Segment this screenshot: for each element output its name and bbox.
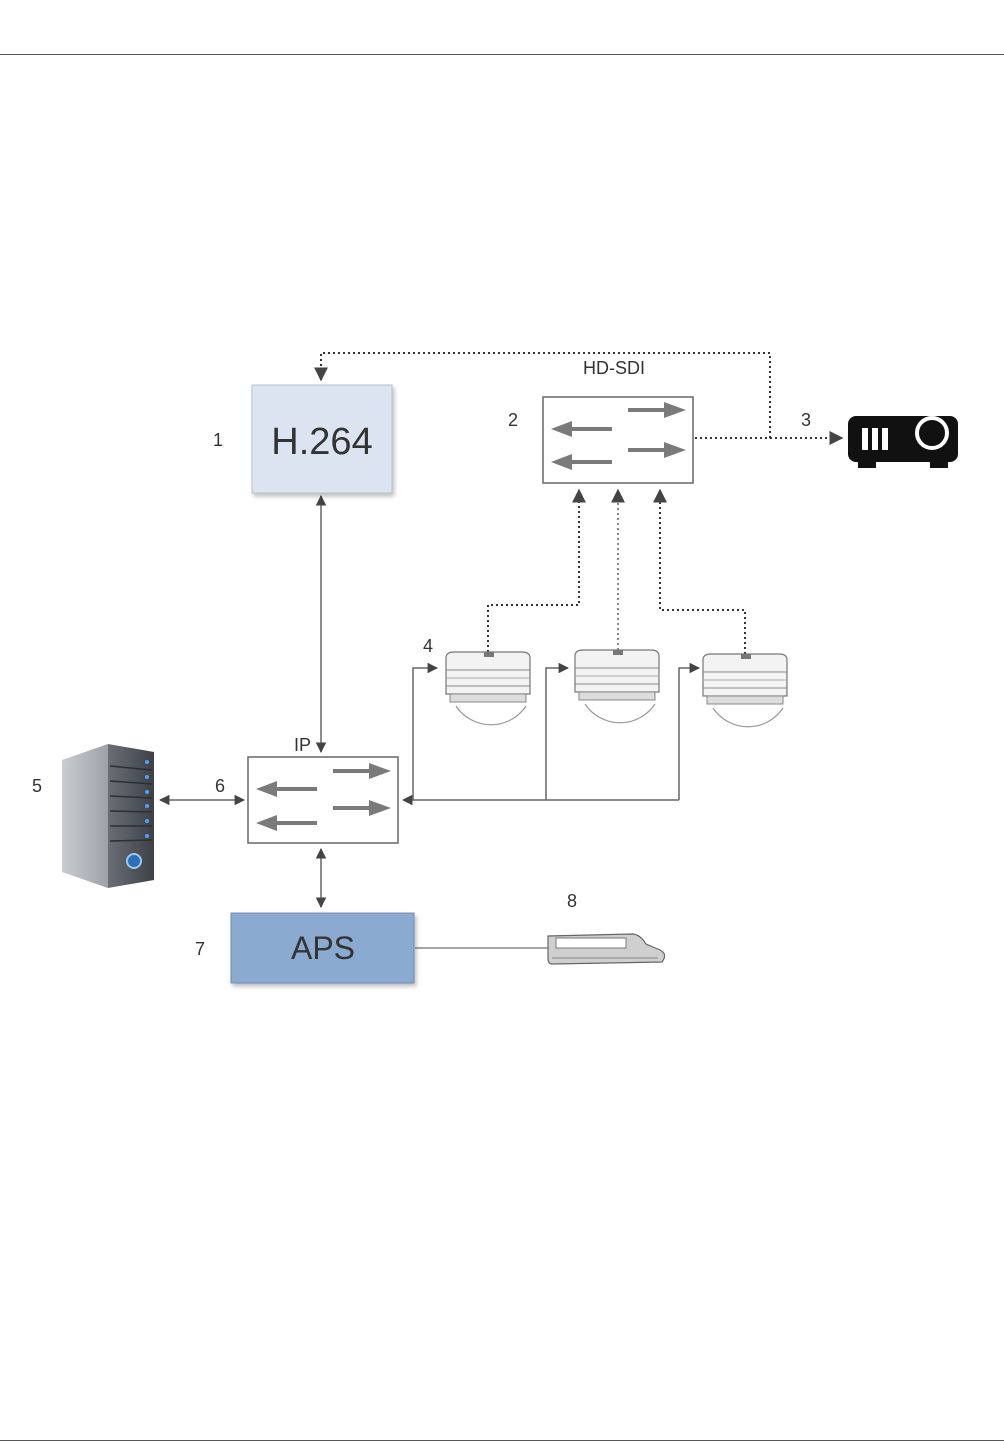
hdsdi-switch (543, 397, 693, 483)
ip-switch (248, 757, 398, 843)
ip-label: IP (294, 735, 311, 755)
callout-8: 8 (567, 891, 577, 911)
callout-1: 1 (213, 430, 223, 450)
dome-camera-icon (703, 654, 787, 727)
encoder-label: H.264 (271, 421, 372, 463)
dome-camera-icon (575, 650, 659, 723)
callout-5: 5 (32, 776, 42, 796)
callout-7: 7 (195, 939, 205, 959)
aps-label: APS (291, 930, 355, 966)
projector-icon (848, 416, 958, 468)
camera3-ip-line (679, 668, 699, 800)
aps-block: APS (231, 913, 414, 983)
callout-2: 2 (508, 410, 518, 430)
callout-6: 6 (215, 776, 225, 796)
encoder-block: H.264 (252, 385, 392, 493)
camera1-sdi-line (488, 490, 579, 652)
keypad-icon (548, 934, 665, 964)
server-icon (62, 744, 154, 888)
dome-camera-icon (446, 652, 530, 725)
callout-3: 3 (801, 410, 811, 430)
camera3-sdi-line (660, 490, 745, 654)
camera1-ip-line (413, 668, 437, 800)
camera2-ip-line (546, 668, 568, 800)
hdsdi-label: HD-SDI (583, 358, 645, 378)
callout-4: 4 (423, 636, 433, 656)
